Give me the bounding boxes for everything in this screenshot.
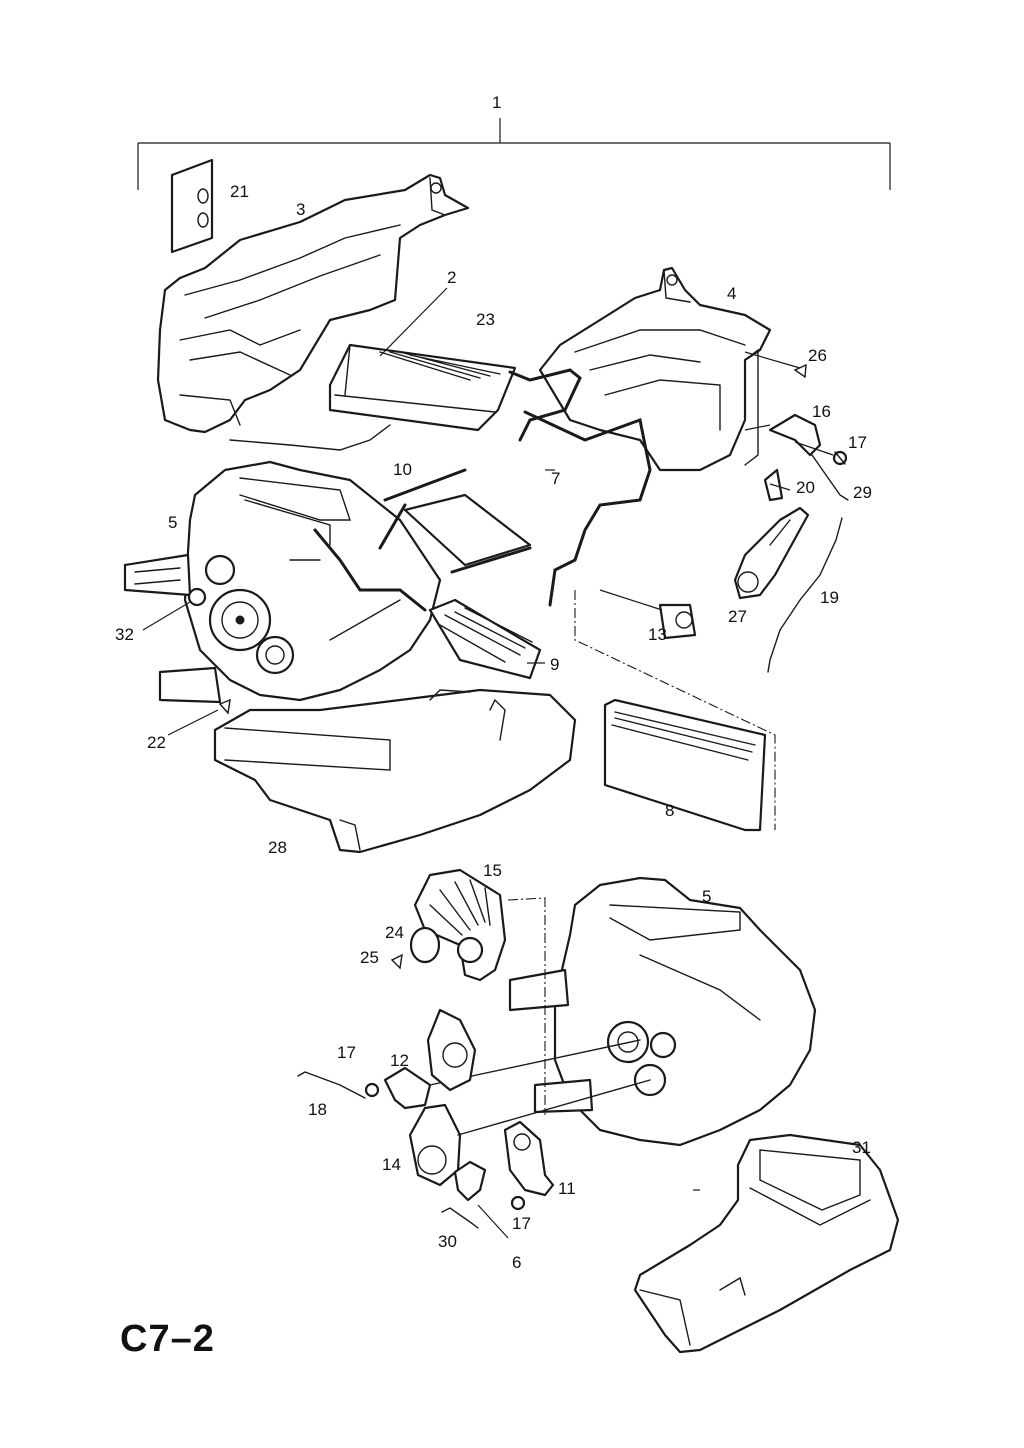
callout-20: 20 [796,478,815,497]
callout-18: 18 [308,1100,327,1119]
part-9-flap [428,598,545,680]
part-27-cable-lever [733,506,810,600]
part-17-screw-lower [510,1195,526,1211]
callout-labels: 1 21 3 2 4 23 26 16 17 7 10 20 29 5 19 2… [115,93,872,1272]
callout-11: 11 [558,1179,576,1198]
part-7-linkage-rod [508,368,652,607]
callout-19: 19 [820,588,839,607]
part-18-rod [297,1071,366,1099]
callout-29: 29 [853,483,872,502]
part-5-blower-housing [123,460,442,704]
part-4-upper-right-housing [538,266,772,472]
callout-10: 10 [393,460,412,479]
callout-2: 2 [447,268,456,287]
callout-7: 7 [551,469,560,488]
part-15-assembly-line [507,897,546,1115]
callout-17-lower: 17 [512,1214,531,1233]
callout-3: 3 [296,200,305,219]
assembly-bracket [137,118,891,190]
callout-5-lower: 5 [702,887,711,906]
part-13-servo [599,589,697,640]
callout-17-mid: 17 [337,1043,356,1062]
callout-4: 4 [727,284,736,303]
callout-17-upper: 17 [848,433,867,452]
callout-13: 13 [648,625,667,644]
part-8-filter [574,590,776,832]
part-21-foam-pad [170,158,214,254]
part-22-screw [167,698,231,736]
callout-5-upper: 5 [168,513,177,532]
part-10-evaporator [378,468,532,574]
part-17-screw-mid [364,1082,380,1098]
part-28-lower-duct [213,688,577,854]
callout-21: 21 [230,182,249,201]
part-2-heater-core [328,287,517,432]
callout-25: 25 [360,948,379,967]
callout-24: 24 [385,923,404,942]
part-16-lever [744,413,822,457]
part-11-bracket-lever [503,1120,555,1197]
part-29-rod [811,454,849,501]
sheet-code: C7–2 [120,1318,215,1360]
callout-28: 28 [268,838,287,857]
callout-27: 27 [728,607,747,626]
part-3-upper-left-housing [156,173,470,451]
callout-16: 16 [812,402,831,421]
part-17-screw-upper [832,450,848,466]
callout-8: 8 [665,801,674,820]
callout-6: 6 [512,1253,521,1272]
part-31-outlet-duct [633,1133,900,1354]
part-6-lever [453,1160,509,1239]
part-32-fastener [142,587,207,631]
part-30-rod [441,1207,479,1229]
callout-9: 9 [550,655,559,674]
callout-32: 32 [115,625,134,644]
part-24-washer [409,926,441,964]
callout-22: 22 [147,733,166,752]
callout-leaders [545,441,834,1191]
part-25-screw [390,953,403,970]
part-19-cable [767,517,843,673]
callout-30: 30 [438,1232,457,1251]
callout-12: 12 [390,1051,409,1070]
callout-14: 14 [382,1155,401,1174]
callout-31: 31 [852,1138,871,1157]
part-15-control-plate [413,868,507,982]
callout-15: 15 [483,861,502,880]
callout-23: 23 [476,310,495,329]
control-disc-upper [426,1008,477,1092]
part-14-control-disc [408,1079,651,1187]
part-5-blower-housing-lower [508,876,817,1147]
part-26-screw [744,351,807,379]
callout-26: 26 [808,346,827,365]
callout-1: 1 [492,93,501,112]
